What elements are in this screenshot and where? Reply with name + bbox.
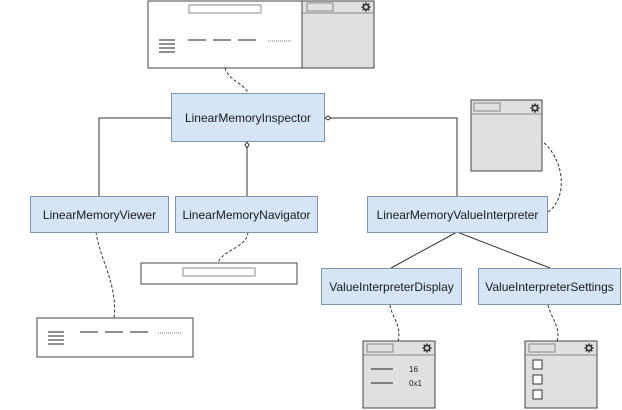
component-value-interpreter-display: ValueInterpreterDisplay (321, 268, 462, 305)
link-value-interpreter-mock (541, 140, 562, 213)
connector-value-interpreter-display (390, 231, 458, 269)
component-linear-memory-navigator: LinearMemoryNavigator (175, 196, 318, 233)
list-icon (48, 331, 64, 345)
panel-toolbar-field (366, 343, 394, 353)
navigator-mock (140, 262, 298, 285)
viewer-mock (36, 317, 194, 358)
display-value-2: 0x1 (409, 379, 422, 388)
component-linear-memory-viewer: LinearMemoryViewer (30, 196, 169, 233)
link-display-mock (389, 304, 400, 342)
display-value-1: 16 (409, 365, 418, 374)
link-settings-mock (547, 304, 559, 342)
navigator-input-mock (182, 267, 256, 277)
list-icon (159, 39, 175, 53)
value-interpreter-mock-frame (470, 99, 543, 172)
side-panel-mock (301, 0, 375, 69)
connectors (98, 117, 551, 269)
checkbox-icon (532, 374, 543, 385)
connector-inspector-value-interpreter (325, 117, 458, 197)
checkbox-icon (532, 389, 543, 400)
settings-mock (524, 340, 598, 409)
link-navigator-mock (217, 231, 249, 264)
panel-toolbar-field (306, 2, 334, 12)
diamond-marker (244, 141, 250, 149)
component-linear-memory-inspector: LinearMemoryInspector (171, 93, 325, 142)
navigator-bar-mock (188, 4, 262, 14)
link-viewer-mock (95, 231, 116, 319)
link-inspector-mock (224, 67, 249, 94)
mock-links (95, 67, 562, 342)
inspector-mock (147, 0, 375, 69)
hex-row-mock (80, 331, 182, 334)
hex-row-mock (188, 39, 292, 42)
component-value-interpreter-settings: ValueInterpreterSettings (478, 268, 621, 305)
panel-toolbar-field (473, 102, 501, 112)
connector-inspector-viewer (98, 117, 171, 197)
viewer-mock-frame (36, 317, 194, 358)
diamond-marker (324, 115, 332, 121)
checkbox-icon (532, 359, 543, 370)
connector-value-interpreter-settings (456, 231, 551, 269)
display-mock: 16 0x1 (362, 340, 436, 409)
panel-toolbar-field (528, 343, 556, 353)
value-interpreter-mock (470, 99, 543, 172)
component-linear-memory-value-interpreter: LinearMemoryValueInterpreter (367, 196, 548, 233)
